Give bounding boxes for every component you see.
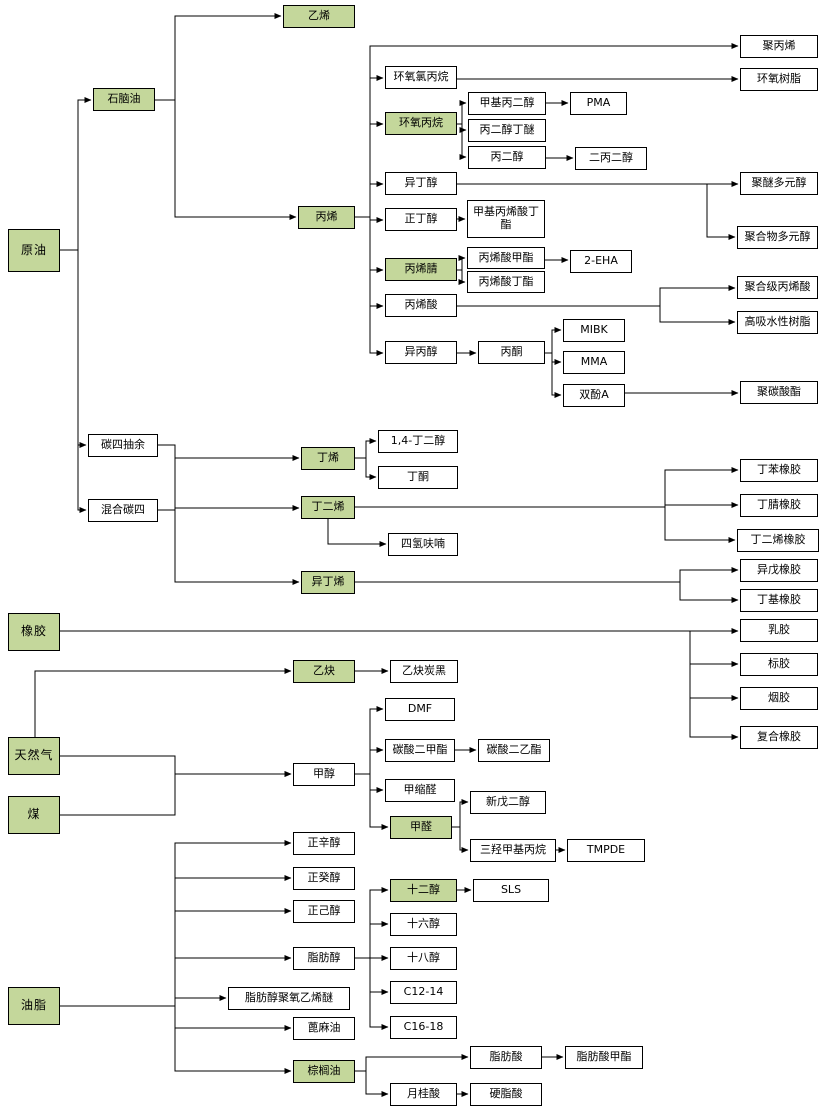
node-fatty-alcohol-ethoxylate: 脂肪醇聚氧乙烯醚	[228, 987, 350, 1010]
node-naphtha: 石脑油	[93, 88, 155, 111]
node-polypropylene: 聚丙烯	[740, 35, 818, 58]
node-epichlorohydrin: 环氧氯丙烷	[385, 66, 457, 89]
node-polyether-polyol: 聚醚多元醇	[740, 172, 818, 195]
node-compound-rubber: 复合橡胶	[740, 726, 818, 749]
node-rubber: 橡胶	[8, 613, 60, 651]
node-c16-18: C16-18	[390, 1016, 457, 1039]
node-smoked-rubber: 烟胶	[740, 687, 818, 710]
node-methyl-propanediol: 甲基丙二醇	[468, 92, 546, 115]
node-ethylene: 乙烯	[283, 5, 355, 28]
node-superabsorbent-resin: 高吸水性树脂	[737, 311, 818, 334]
node-mibk: MIBK	[563, 319, 625, 342]
node-formaldehyde: 甲醛	[390, 816, 452, 839]
node-polymer-grade-acrylic-acid: 聚合级丙烯酸	[737, 276, 818, 299]
node-cetyl-alcohol: 十六醇	[390, 913, 457, 936]
node-butyl-methacrylate: 甲基丙烯酸丁酯	[467, 200, 545, 238]
node-n-hexanol: 正己醇	[293, 900, 355, 923]
node-n-octanol: 正辛醇	[293, 832, 355, 855]
node-butyl-acrylate: 丙烯酸丁酯	[467, 271, 545, 293]
node-epoxy-resin: 环氧树脂	[740, 68, 818, 91]
node-lauric-acid: 月桂酸	[390, 1083, 457, 1106]
node-tmp: 三羟甲基丙烷	[470, 839, 556, 862]
node-npg: 新戊二醇	[470, 791, 546, 814]
node-methanol: 甲醇	[293, 763, 355, 786]
node-c4-raffinate: 碳四抽余	[88, 434, 158, 457]
node-stearic-acid: 硬脂酸	[470, 1083, 542, 1106]
node-c12-14: C12-14	[390, 981, 457, 1004]
node-mma: MMA	[563, 351, 625, 374]
node-acrylic-acid: 丙烯酸	[385, 294, 457, 317]
node-n-butanol: 正丁醇	[385, 208, 457, 231]
node-thf: 四氢呋喃	[388, 533, 458, 556]
node-tmpde: TMPDE	[567, 839, 645, 862]
node-fatty-alcohol: 脂肪醇	[293, 947, 355, 970]
node-fatty-acid: 脂肪酸	[470, 1046, 542, 1069]
node-nbr: 丁腈橡胶	[740, 494, 818, 517]
node-isobutylene: 异丁烯	[301, 571, 355, 594]
node-palm-oil: 棕榈油	[293, 1060, 355, 1083]
node-mek: 丁酮	[378, 466, 458, 489]
node-acrylonitrile: 丙烯腈	[385, 258, 457, 281]
node-sbr: 丁苯橡胶	[740, 459, 818, 482]
node-lauryl-alcohol: 十二醇	[390, 879, 457, 902]
node-acetone: 丙酮	[478, 341, 545, 364]
node-propylene-oxide: 环氧丙烷	[385, 112, 457, 135]
node-polymer-polyol: 聚合物多元醇	[737, 226, 818, 249]
node-bdo: 1,4-丁二醇	[378, 430, 458, 453]
node-n-decanol: 正癸醇	[293, 867, 355, 890]
node-mixed-c4: 混合碳四	[88, 499, 158, 522]
node-bisphenol-a: 双酚A	[563, 384, 625, 407]
node-polycarbonate: 聚碳酸酯	[740, 381, 818, 404]
node-butadiene: 丁二烯	[301, 496, 355, 519]
node-oils-fats: 油脂	[8, 987, 60, 1025]
node-isopropanol: 异丙醇	[385, 341, 457, 364]
node-dec: 碳酸二乙酯	[478, 739, 550, 762]
node-pg-butyl-ether: 丙二醇丁醚	[468, 119, 546, 142]
node-propylene-glycol: 丙二醇	[468, 146, 546, 169]
node-isoprene-rubber: 异戊橡胶	[740, 559, 818, 582]
node-fame: 脂肪酸甲酯	[565, 1046, 643, 1069]
node-butene: 丁烯	[301, 447, 355, 470]
node-methyl-acrylate: 丙烯酸甲酯	[467, 247, 545, 269]
node-latex: 乳胶	[740, 619, 818, 642]
node-pma: PMA	[570, 92, 627, 115]
node-butyl-rubber: 丁基橡胶	[740, 589, 818, 612]
node-crude-oil: 原油	[8, 229, 60, 272]
node-acetylene-black: 乙炔炭黑	[390, 660, 458, 683]
node-propylene: 丙烯	[298, 206, 355, 229]
node-dmc: 碳酸二甲酯	[385, 739, 455, 762]
node-dmf: DMF	[385, 698, 455, 721]
node-castor-oil: 蓖麻油	[293, 1017, 355, 1040]
node-eha: 2-EHA	[570, 250, 632, 273]
node-acetylene: 乙炔	[293, 660, 355, 683]
node-sls: SLS	[473, 879, 549, 902]
node-standard-rubber: 标胶	[740, 653, 818, 676]
node-isobutanol: 异丁醇	[385, 172, 457, 195]
node-br: 丁二烯橡胶	[737, 529, 819, 552]
node-methylal: 甲缩醛	[385, 779, 455, 802]
node-stearyl-alcohol: 十八醇	[390, 947, 457, 970]
node-coal: 煤	[8, 796, 60, 834]
node-natural-gas: 天然气	[8, 737, 60, 775]
node-dpg: 二丙二醇	[575, 147, 647, 170]
